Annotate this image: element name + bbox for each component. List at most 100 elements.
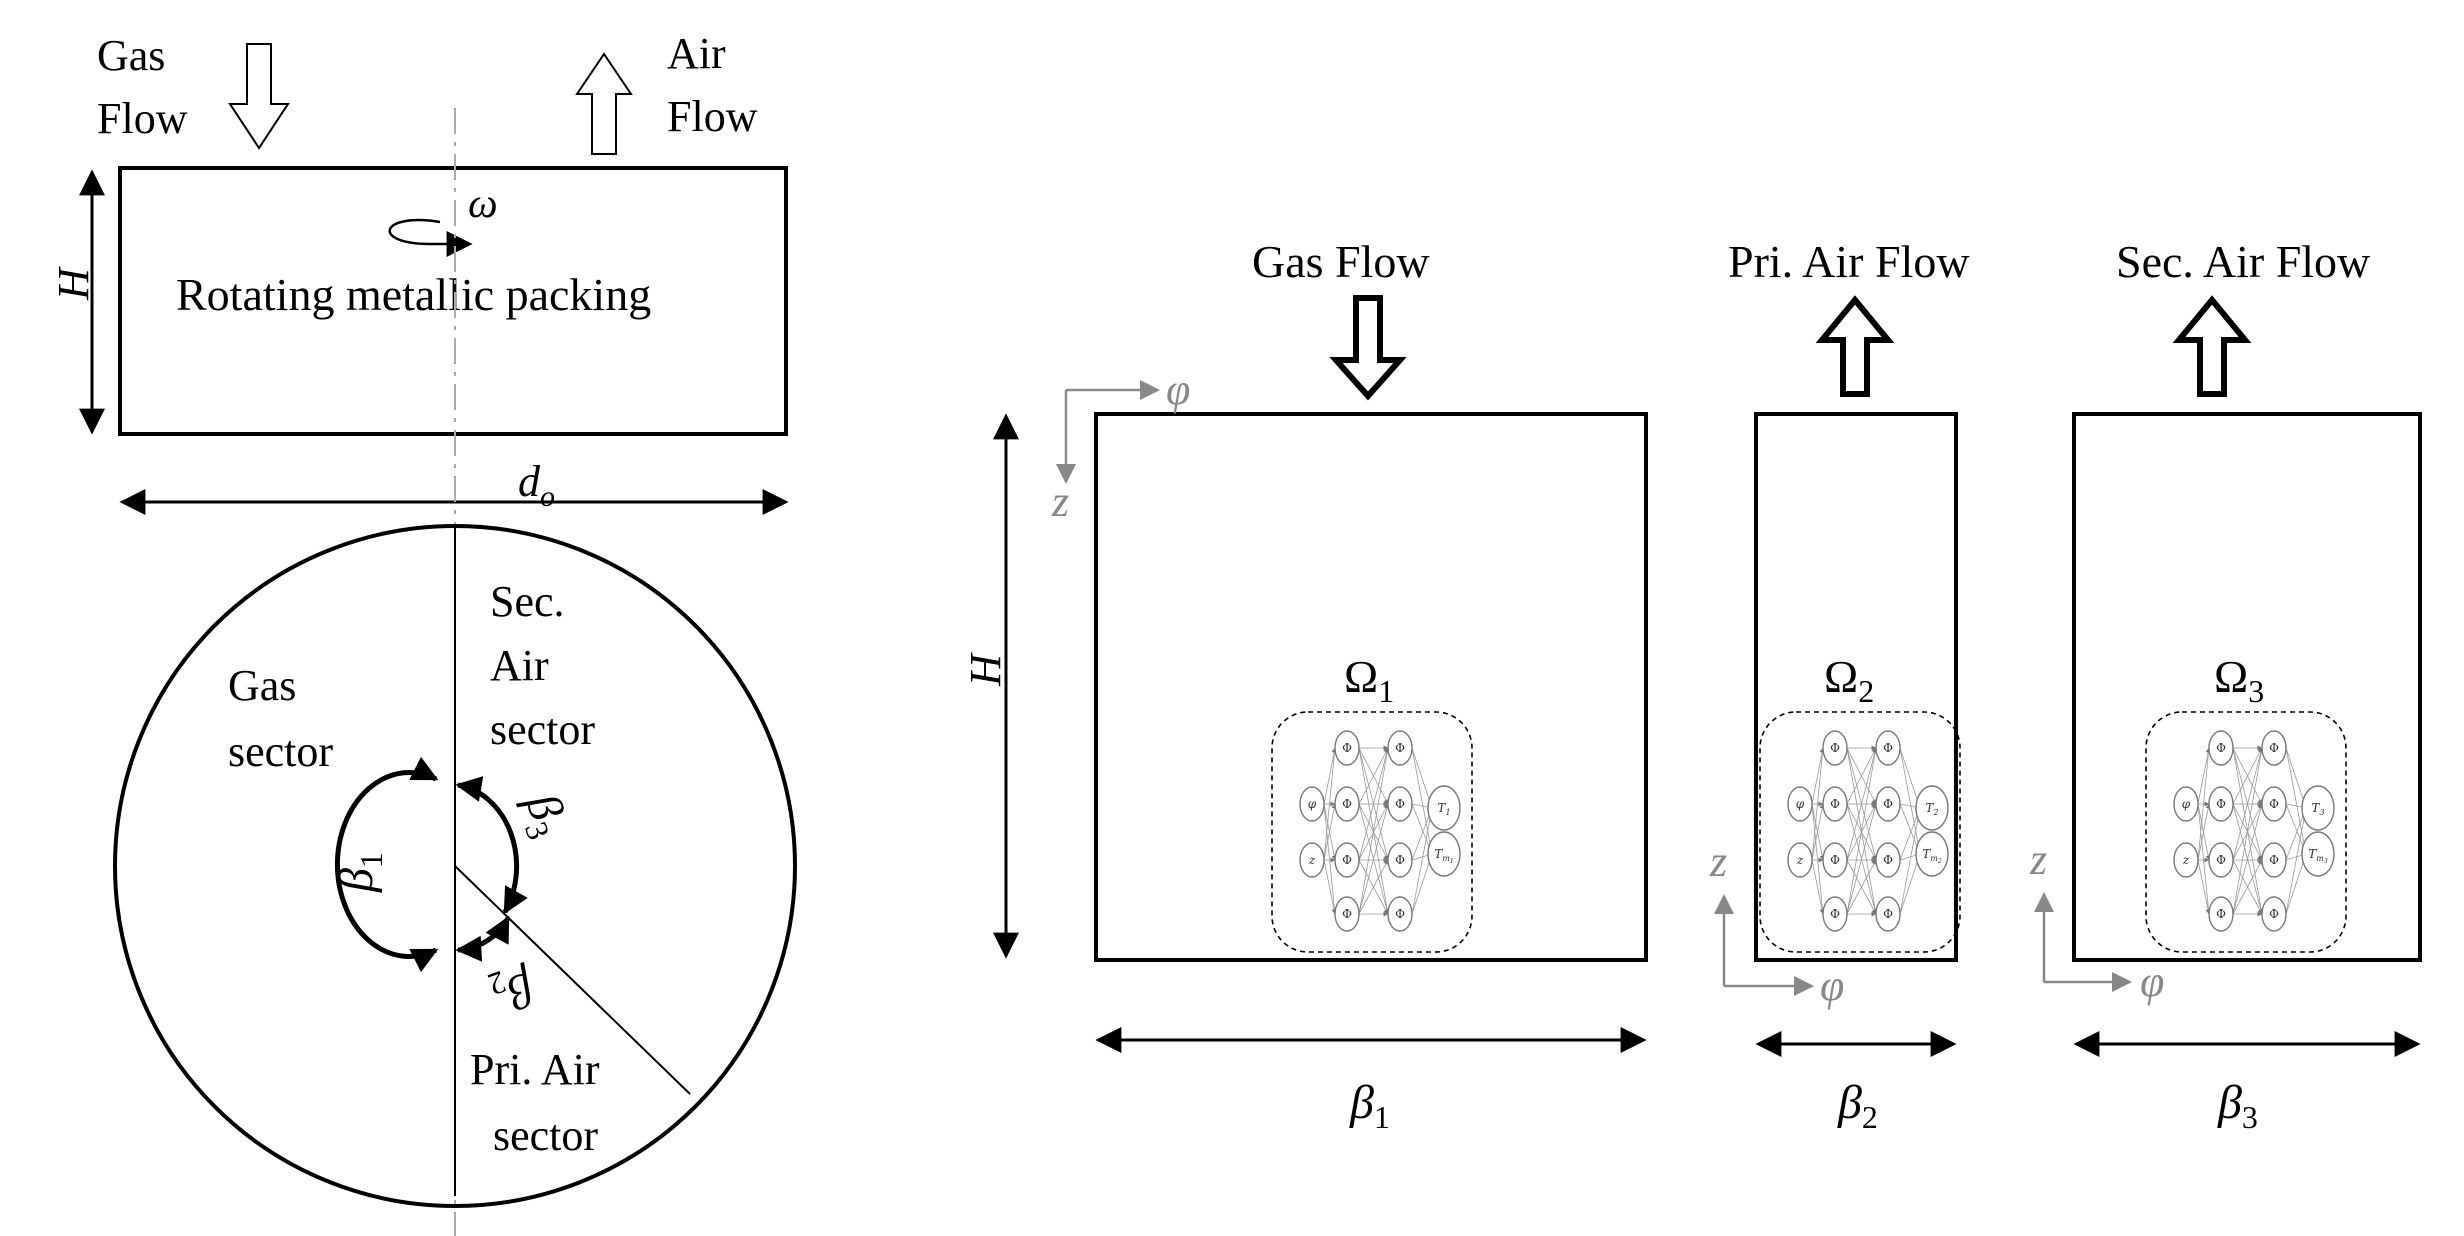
nn-edge [1811, 747, 1826, 861]
domain2-phi-label: φ [1820, 961, 1844, 1010]
nn-input-label: z [2182, 853, 2190, 867]
nn-hidden-label: Φ [1830, 741, 1840, 755]
nn-edge [1811, 803, 1826, 915]
nn-output-label: Tm1 [1434, 847, 1453, 865]
nn-edge [2232, 747, 2263, 805]
nn-edge [1358, 747, 1390, 861]
air-flow-arrow-icon [575, 52, 633, 155]
packing-label: Rotating metallic packing [176, 269, 651, 320]
beta2-label: β2 [483, 955, 542, 1024]
nn-edge [2197, 859, 2211, 915]
gas-flow-arrow-icon [228, 43, 290, 150]
nn-edge [1899, 747, 1921, 809]
nn-hidden-node [2261, 896, 2287, 932]
top-view: Gas sector Sec. Air sector Pri. Air sect… [113, 524, 797, 1208]
nn-input-label: z [1308, 853, 1316, 867]
domain2-omega-label: Ω2 [1824, 651, 1874, 709]
nn-hidden-node [2208, 730, 2234, 766]
nn-edge [1811, 747, 1825, 805]
nn-output-node [1427, 785, 1461, 831]
rotation-arrow-icon [388, 218, 473, 257]
nn-hidden-label: Φ [2216, 907, 2226, 921]
nn-edge [1411, 807, 1434, 915]
omega-symbol: ω [468, 181, 498, 227]
nn-output-node [2301, 785, 2335, 831]
nn-hidden-label: Φ [1342, 853, 1352, 867]
nn-edges [1323, 745, 1434, 917]
nn-edge [1411, 853, 1433, 915]
nn-edge [1411, 747, 1433, 809]
domain2-z-label: z [1709, 837, 1727, 886]
nn-hidden-label: Φ [1395, 741, 1405, 755]
nn-input-label: φ [1308, 797, 1317, 811]
nn-dashed-box [1271, 711, 1473, 953]
domain3-omega-label: Ω3 [2214, 651, 2264, 709]
nn-edge [2197, 803, 2211, 861]
beta1-label: β1 [330, 852, 389, 893]
beta3-arc-arrow [455, 776, 528, 915]
domain2-flow-arrow-icon [1815, 295, 1895, 397]
nn-hidden-label: Φ [2269, 853, 2279, 867]
nn-edge [1846, 747, 1878, 861]
nn-hidden-label: Φ [1830, 907, 1840, 921]
nn-edge [1323, 803, 1338, 915]
nn-output-label: T1 [1437, 801, 1450, 817]
domain3-flow-arrow-icon [2172, 295, 2252, 397]
domain3-rectangle [2072, 412, 2422, 962]
nn-hidden-node [1875, 730, 1901, 766]
packing-rectangle [118, 166, 788, 436]
nn-input-node [1299, 842, 1325, 878]
nn-hidden-node [1875, 842, 1901, 878]
beta3-label: β3 [509, 786, 578, 845]
nn-dashed-box [2145, 711, 2347, 953]
domain1-z-label: z [1051, 477, 1069, 526]
nn-hidden-label: Φ [1395, 907, 1405, 921]
nn-output-node [1427, 831, 1461, 877]
nn-hidden-label: Φ [2216, 741, 2226, 755]
nn-edge [2232, 747, 2264, 861]
nn-input-node [2173, 786, 2199, 822]
nn-hidden-node [2261, 786, 2287, 822]
nn-edge [2285, 747, 2307, 809]
nn-edge [1899, 747, 1922, 855]
domain3-phi-label: φ [2140, 957, 2164, 1006]
domain1-rectangle [1094, 412, 1648, 962]
nn-edge [2285, 807, 2308, 915]
gas-sector-label-line2: sector [228, 727, 333, 776]
domain3-flow-label: Sec. Air Flow [2116, 236, 2371, 287]
nn-hidden-node [1875, 786, 1901, 822]
nn-edge [1899, 807, 1922, 915]
nn-hidden-node [1334, 842, 1360, 878]
nn-hidden-node [1334, 730, 1360, 766]
gas-flow-label-line1: Gas [97, 31, 165, 80]
nn-input-label: z [1796, 853, 1804, 867]
nn-edge [1358, 747, 1390, 915]
nn-hidden-node [1387, 730, 1413, 766]
nn-hidden-label: Φ [1830, 797, 1840, 811]
nn-input-node [1787, 786, 1813, 822]
nn-edge [1358, 747, 1389, 805]
domain2-beta-label: β2 [1837, 1076, 1878, 1135]
nn-hidden-label: Φ [1342, 741, 1352, 755]
nn-input-node [1299, 786, 1325, 822]
nn-output-node [1915, 785, 1949, 831]
nn-hidden-label: Φ [1395, 853, 1405, 867]
nn-edge [2232, 859, 2263, 915]
nn-edge [1846, 747, 1878, 915]
nn-output-label: Tm2 [1922, 847, 1942, 865]
nn-hidden-node [1822, 842, 1848, 878]
pri-air-sector-label-line1: Pri. Air [470, 1045, 600, 1094]
nn-hidden-label: Φ [1883, 853, 1893, 867]
nn-output-label: T3 [2311, 801, 2324, 817]
sec-air-sector-label-line1: Sec. [490, 577, 565, 626]
beta2-arc-arrow [455, 915, 511, 962]
height-symbol-left: H [49, 266, 98, 301]
